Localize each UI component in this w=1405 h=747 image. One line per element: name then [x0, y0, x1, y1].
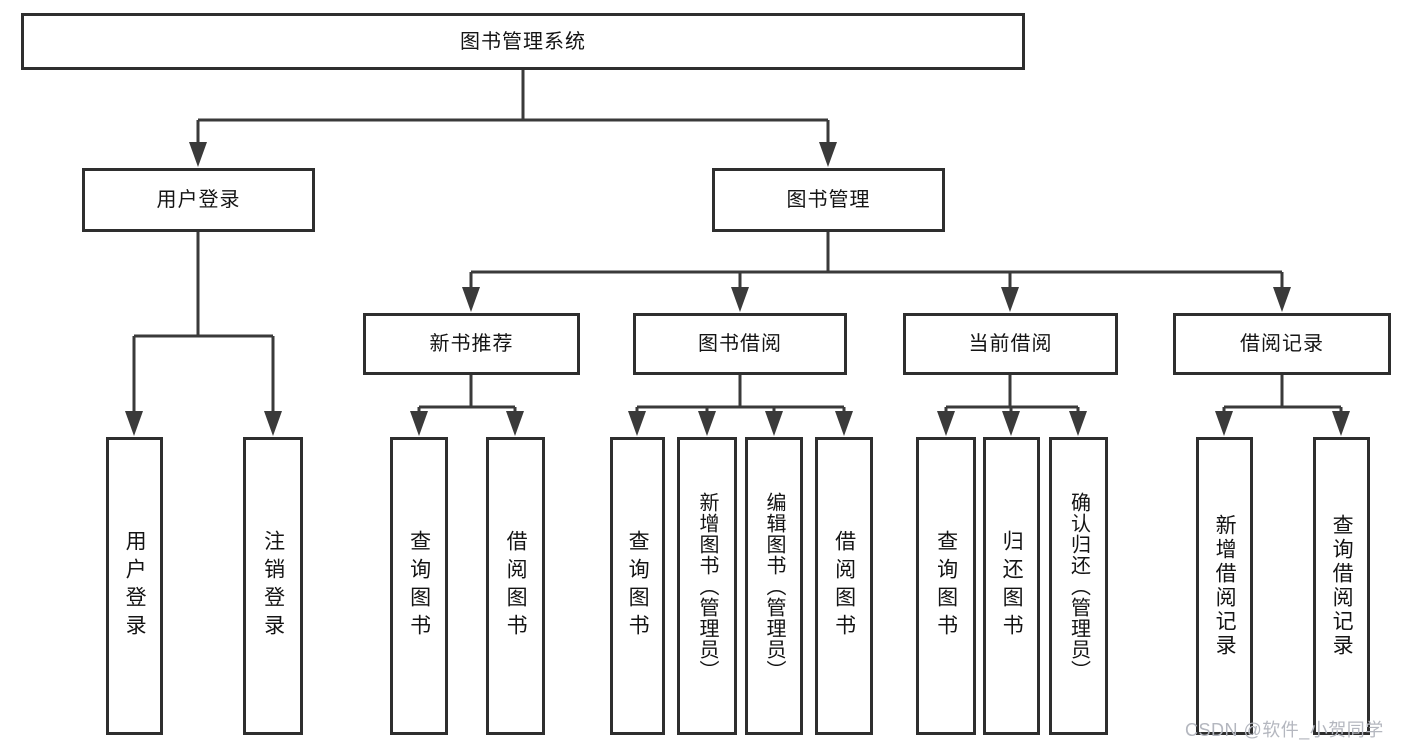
connector-root-to-level2	[189, 70, 837, 167]
node-book-borrow: 图书借阅	[633, 313, 847, 375]
node-borrow-borrow-book: 借阅图书	[815, 437, 873, 735]
node-current-confirm-return-admin: 确认归还（管理员）	[1049, 437, 1108, 735]
node-records-query-borrow-record: 查询借阅记录	[1313, 437, 1370, 735]
csdn-watermark: CSDN @软件_小贺同学	[1185, 720, 1384, 740]
connector-book-mgmt-branch	[462, 232, 1291, 312]
node-borrow-query-book: 查询图书	[610, 437, 665, 735]
node-new-book-recommend: 新书推荐	[363, 313, 580, 375]
node-borrow-add-book-admin: 新增图书（管理员）	[677, 437, 737, 735]
node-current-return-book: 归还图书	[983, 437, 1040, 735]
node-book-management: 图书管理	[712, 168, 945, 232]
node-current-query-book: 查询图书	[916, 437, 976, 735]
node-records-add-borrow-record: 新增借阅记录	[1196, 437, 1253, 735]
node-recommend-borrow-book: 借阅图书	[486, 437, 545, 735]
node-recommend-query-book: 查询图书	[390, 437, 448, 735]
node-user-login: 用户登录	[82, 168, 315, 232]
connector-user-login-branch	[125, 232, 282, 436]
connector-borrow-records-branch	[1215, 375, 1350, 436]
connector-new-book-recommend-branch	[410, 375, 524, 436]
node-current-borrow: 当前借阅	[903, 313, 1118, 375]
node-leaf-logout-login: 注销登录	[243, 437, 303, 735]
node-leaf-user-login: 用户登录	[106, 437, 163, 735]
connector-current-borrow-branch	[937, 375, 1087, 436]
node-borrow-edit-book-admin: 编辑图书（管理员）	[745, 437, 803, 735]
node-library-system: 图书管理系统	[21, 13, 1025, 70]
node-borrow-records: 借阅记录	[1173, 313, 1391, 375]
connector-book-borrow-branch	[628, 375, 853, 436]
